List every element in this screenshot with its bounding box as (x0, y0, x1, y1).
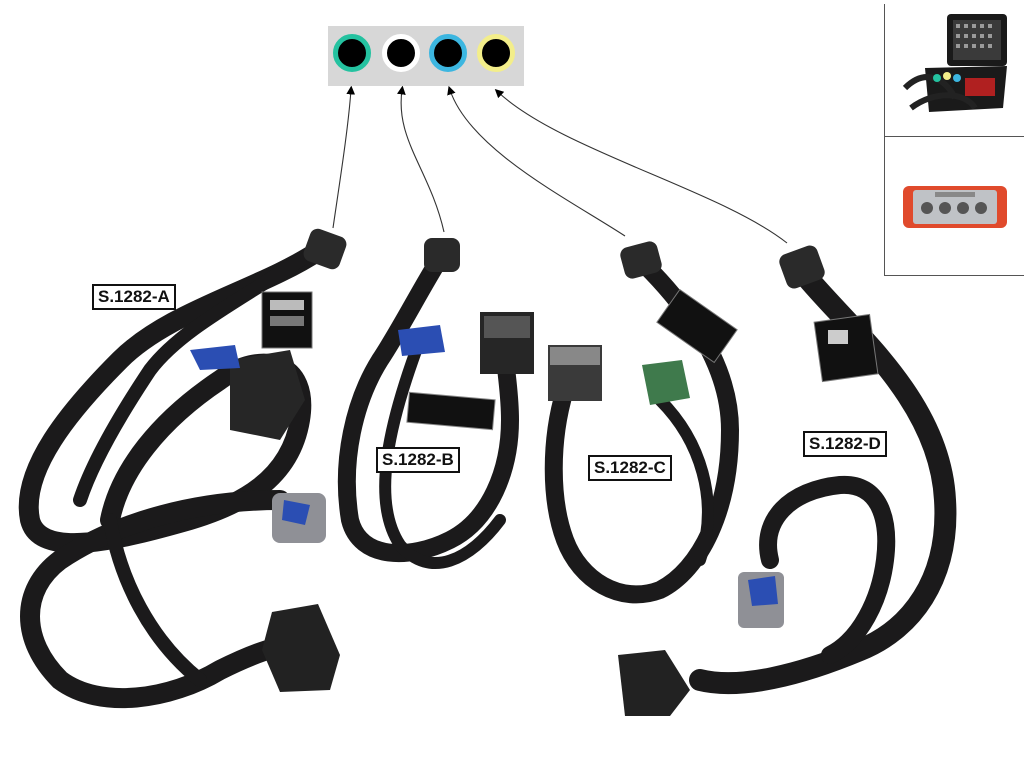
harness-label-d: S.1282-D (803, 431, 887, 457)
harness-label-a: S.1282-A (92, 284, 176, 310)
harness-d-tag (813, 313, 879, 383)
connector-swatch-blue (429, 34, 467, 72)
harness-label-c: S.1282-C (588, 455, 672, 481)
leader-lines (332, 85, 788, 244)
harness-b-round-connector (424, 238, 460, 272)
thumbnail-divider (885, 136, 1024, 137)
harness-b-tag (406, 391, 496, 431)
harness-d-end-connector (618, 650, 690, 716)
harness-c-round-connector (620, 241, 662, 279)
harness-a (18, 228, 347, 709)
interface-module-thumbnail (903, 186, 1007, 228)
harness-d (618, 245, 957, 716)
leader-line-d (494, 88, 788, 244)
leader-line-a (332, 85, 356, 229)
kit-case-thumbnail (902, 14, 1007, 112)
harness-d-round-connector (779, 245, 825, 289)
harness-a-blue-clip (190, 345, 240, 370)
harness-label-b: S.1282-B (376, 447, 460, 473)
connector-swatch-yellow (477, 34, 515, 72)
harness-b-blue-clip (398, 325, 445, 356)
leader-line-b (397, 85, 445, 233)
leader-line-c (447, 85, 626, 237)
connector-swatch-white (382, 34, 420, 72)
harness-c-tag (656, 288, 738, 364)
connector-swatch-teal (333, 34, 371, 72)
harness-b (337, 238, 534, 569)
harness-a-round-connector (303, 228, 347, 270)
reference-thumbnails (884, 4, 1024, 276)
harness-a-black-connector (230, 350, 305, 440)
connector-color-swatches (328, 26, 524, 86)
harness-c-green-clip (642, 360, 690, 405)
harness-c (544, 241, 740, 604)
harness-a-end-connector (262, 604, 340, 692)
